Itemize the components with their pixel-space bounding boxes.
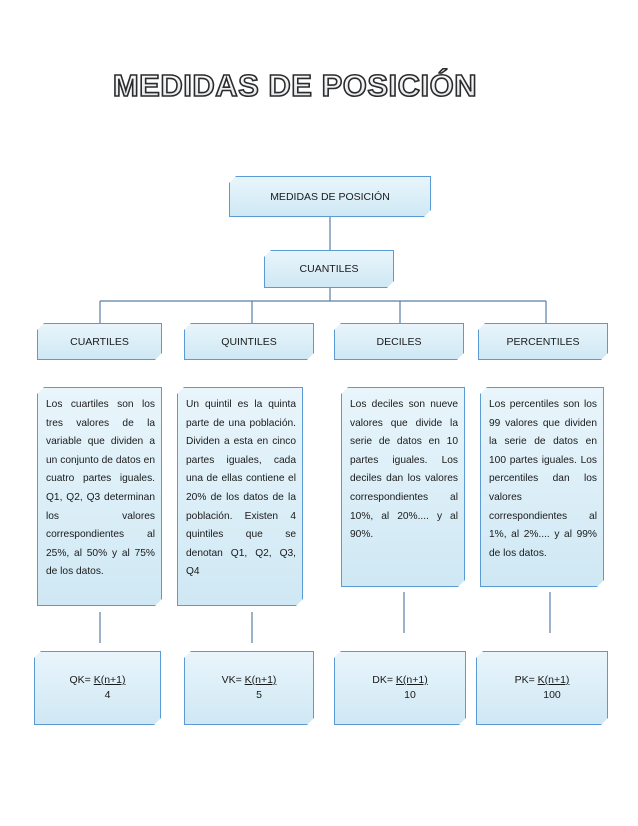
formula-denominator: 4 xyxy=(104,689,111,701)
description-percentiles: Los percentiles son los 99 valores que d… xyxy=(480,387,604,587)
formula-quintiles: VK= K(n+1) 5 xyxy=(184,651,314,725)
formula-numerator: K(n+1) xyxy=(244,674,277,686)
formula-line: DK= K(n+1) xyxy=(372,673,427,688)
branch-label: CUARTILES xyxy=(70,335,129,348)
root-node: MEDIDAS DE POSICIÓN xyxy=(229,176,431,217)
root-label: MEDIDAS DE POSICIÓN xyxy=(270,190,390,203)
formula-percentiles: PK= K(n+1) 100 xyxy=(476,651,608,725)
branch-header-quintiles: QUINTILES xyxy=(184,323,314,360)
description-deciles: Los deciles son nueve valores que divide… xyxy=(341,387,465,587)
cuantiles-label: CUANTILES xyxy=(299,263,359,275)
cuantiles-node: CUANTILES xyxy=(264,250,394,288)
formula-denominator: 10 xyxy=(404,689,416,701)
svg-text:MEDIDAS DE POSICIÓN: MEDIDAS DE POSICIÓN xyxy=(113,67,477,103)
formula-numerator: K(n+1) xyxy=(537,674,570,686)
description-text: Los cuartiles son los tres valores de la… xyxy=(46,399,155,578)
formula-prefix: PK= xyxy=(514,674,535,686)
formula-denominator: 5 xyxy=(256,689,262,701)
branch-header-deciles: DECILES xyxy=(334,323,464,360)
description-quintiles: Un quintil es la quinta parte de una pob… xyxy=(177,387,303,606)
branch-label: DECILES xyxy=(376,335,422,348)
description-text: Los percentiles son los 99 valores que d… xyxy=(489,399,597,559)
branch-header-cuartiles: CUARTILES xyxy=(37,323,162,360)
description-text: Los deciles son nueve valores que divide… xyxy=(350,399,458,541)
branch-header-percentiles: PERCENTILES xyxy=(478,323,608,360)
formula-numerator: K(n+1) xyxy=(93,674,126,686)
branch-label: PERCENTILES xyxy=(506,335,580,348)
formula-prefix: DK= xyxy=(372,674,393,686)
page-title: MEDIDAS DE POSICIÓN xyxy=(112,62,477,106)
formula-line: QK= K(n+1) xyxy=(69,673,125,688)
formula-deciles: DK= K(n+1) 10 xyxy=(334,651,466,725)
formula-line: VK= K(n+1) xyxy=(222,673,277,688)
formula-prefix: VK= xyxy=(221,674,242,686)
formula-prefix: QK= xyxy=(69,674,91,686)
description-cuartiles: Los cuartiles son los tres valores de la… xyxy=(37,387,162,606)
formula-line: PK= K(n+1) xyxy=(515,673,570,688)
description-text: Un quintil es la quinta parte de una pob… xyxy=(186,399,296,578)
formula-denominator: 100 xyxy=(543,689,561,701)
formula-cuartiles: QK= K(n+1) 4 xyxy=(34,651,161,725)
formula-numerator: K(n+1) xyxy=(395,674,428,686)
branch-label: QUINTILES xyxy=(221,335,277,348)
